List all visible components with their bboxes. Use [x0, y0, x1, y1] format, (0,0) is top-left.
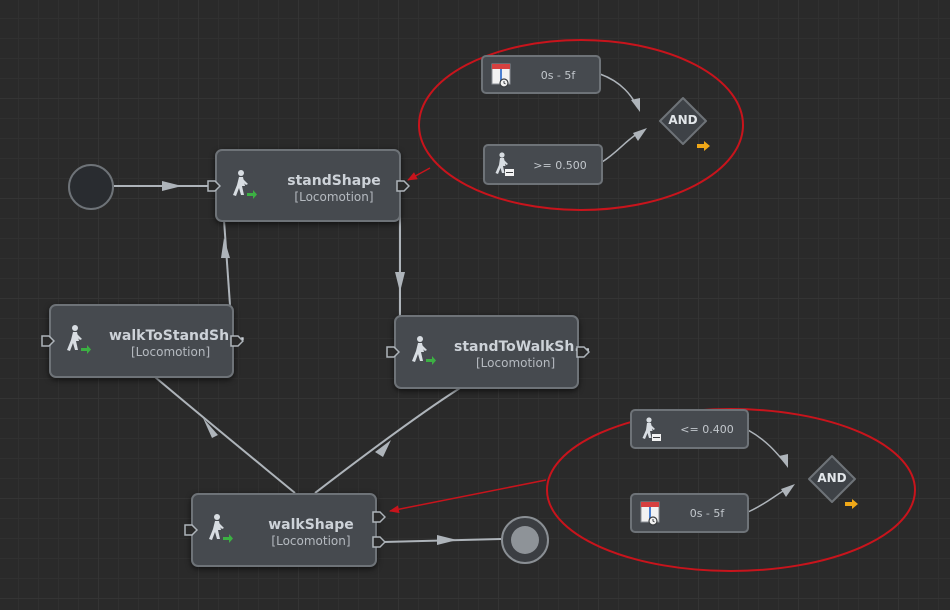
- yellow-arrow-icon: [845, 499, 858, 509]
- exit-node-inner: [511, 526, 539, 554]
- state-output-port[interactable]: [576, 346, 590, 358]
- and-operator-label: AND: [817, 471, 847, 485]
- walking-figure-icon: [67, 325, 91, 354]
- and-operator-node[interactable]: AND: [658, 96, 708, 146]
- walking-figure-icon: [233, 170, 257, 199]
- connection-arrowhead: [203, 418, 218, 438]
- annotation-pointer-top: [407, 167, 431, 181]
- condition-value: <= 0.400: [680, 423, 734, 436]
- condition-link: [601, 131, 641, 163]
- state-subtitle: [Locomotion]: [294, 190, 374, 204]
- exit-node[interactable]: [501, 516, 549, 564]
- state-subtitle: [Locomotion]: [476, 356, 556, 370]
- state-title: walkToStandSh...: [109, 328, 246, 344]
- and-operator-label: AND: [668, 113, 698, 127]
- diamond-shape: [659, 97, 707, 145]
- condition-node-threshold[interactable]: <= 0.400: [630, 409, 749, 449]
- state-title: standToWalkSh...: [454, 339, 591, 355]
- yellow-arrow-icon: [697, 141, 710, 151]
- condition-arrowhead: [631, 98, 640, 112]
- walking-figure-icon: [209, 514, 233, 543]
- state-node-standtowalkshape[interactable]: standToWalkSh... [Locomotion]: [394, 315, 590, 389]
- condition-node-time-range[interactable]: 0s - 5f: [630, 493, 749, 533]
- state-input-port[interactable]: [41, 335, 55, 347]
- connection-arrowhead: [162, 181, 182, 191]
- state-output-port[interactable]: [372, 511, 386, 523]
- timeline-clock-icon: [640, 501, 660, 526]
- condition-arrowhead: [779, 454, 788, 468]
- condition-value: 0s - 5f: [540, 69, 576, 82]
- state-subtitle: [Locomotion]: [131, 345, 211, 359]
- condition-node-time-range[interactable]: 0s - 5f: [481, 55, 601, 94]
- state-output-port[interactable]: [372, 536, 386, 548]
- state-input-port[interactable]: [386, 346, 400, 358]
- state-output-port[interactable]: [230, 335, 244, 347]
- state-input-port[interactable]: [184, 524, 198, 536]
- condition-node-threshold[interactable]: >= 0.500: [483, 144, 603, 185]
- state-node-standshape[interactable]: standShape [Locomotion]: [215, 149, 401, 222]
- diamond-shape: [808, 455, 856, 503]
- state-title: walkShape: [268, 517, 354, 533]
- condition-value: 0s - 5f: [689, 507, 725, 520]
- and-operator-node[interactable]: AND: [807, 454, 857, 504]
- connection-arrowhead: [395, 272, 405, 292]
- state-input-port[interactable]: [207, 180, 221, 192]
- condition-value: >= 0.500: [533, 159, 587, 172]
- state-subtitle: [Locomotion]: [271, 534, 351, 548]
- state-output-port[interactable]: [396, 180, 410, 192]
- walking-figure-threshold-icon: [495, 152, 514, 176]
- connection-arrowhead: [437, 535, 457, 545]
- state-title: standShape: [287, 173, 381, 189]
- walking-figure-icon: [412, 336, 436, 365]
- walking-figure-threshold-icon: [642, 417, 661, 441]
- condition-arrowhead: [633, 128, 647, 141]
- state-node-walktostandshape[interactable]: walkToStandSh... [Locomotion]: [49, 304, 245, 378]
- entry-node[interactable]: [68, 164, 114, 210]
- connection-standtowalk-to-walkshape[interactable]: [314, 387, 461, 494]
- connection-walkshape-to-walktostand[interactable]: [154, 376, 296, 494]
- condition-connections: [599, 73, 795, 513]
- annotation-pointer-bottom: [389, 479, 547, 514]
- timeline-clock-icon: [491, 63, 511, 88]
- condition-arrowhead: [781, 484, 795, 497]
- connection-walktostand-to-standshape[interactable]: [223, 219, 231, 306]
- state-node-walkshape[interactable]: walkShape [Locomotion]: [191, 493, 377, 567]
- connection-arrowhead: [375, 440, 391, 457]
- annotation-ellipse-top: [418, 39, 744, 211]
- connection-arrowhead: [221, 238, 230, 258]
